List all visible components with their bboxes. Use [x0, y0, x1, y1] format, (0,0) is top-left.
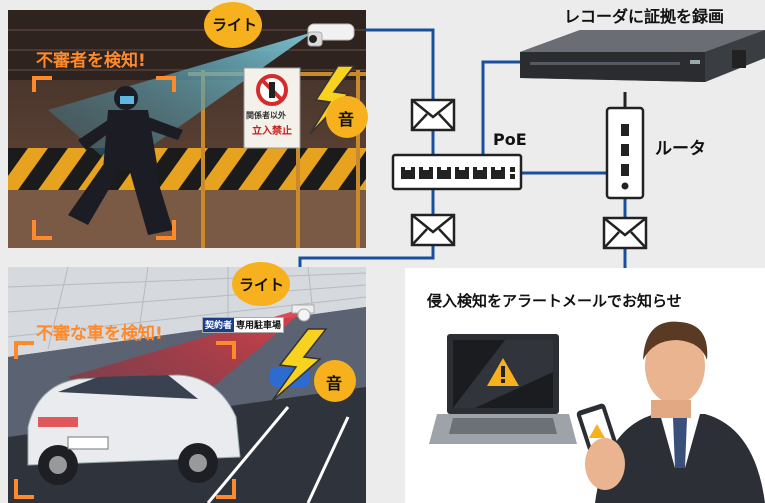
car-detect-text: 不審な車を検知! [36, 324, 163, 344]
intruder-detect-text: 不審者を検知! [36, 51, 146, 71]
notification-illustration [429, 321, 765, 503]
mail-icon [410, 213, 456, 247]
smartphone-alert-icon [576, 403, 625, 490]
sound-bubble-top-text: 音 [338, 110, 355, 129]
sound-bubble-bottom [314, 360, 356, 402]
parking-sign-text: 専用駐車場 [236, 321, 282, 331]
parking-sign: 契約者 専用駐車場 [202, 317, 285, 333]
sign-line1: 関係者以外 [246, 111, 286, 120]
security-camera-icon [291, 304, 315, 322]
sign-line2: 立入禁止 [252, 126, 292, 137]
poe-label: PoE [493, 130, 527, 149]
mail-icon [410, 98, 456, 132]
notification-panel: 侵入検知をアラートメールでお知らせ [405, 268, 765, 503]
light-bubble-top-text: ライト [212, 16, 258, 34]
line-recorder [481, 60, 528, 155]
light-bubble-bottom [232, 262, 290, 306]
sound-lightning-icon [271, 328, 328, 402]
line-camera-top [360, 28, 435, 155]
mail-icon [602, 216, 648, 250]
poe-switch-icon [391, 153, 523, 191]
businessman-figure [595, 321, 765, 503]
scene-parking: 契約者 専用駐車場 不審な車を検知! [8, 267, 366, 503]
recorder-icon [520, 30, 765, 82]
parking-sign-tag: 契約者 [203, 318, 235, 332]
light-bubble-top [204, 2, 262, 48]
warehouse-illustration [8, 10, 366, 248]
parking-illustration [8, 267, 366, 503]
laptop-alert-icon [429, 334, 577, 444]
sound-bubble-bottom-text: 音 [326, 374, 343, 393]
sound-bubble-top [326, 96, 368, 138]
light-bubble-bottom-text: ライト [239, 276, 285, 294]
suv-car [27, 374, 241, 485]
recorder-label: レコーダに証拠を録画 [564, 7, 725, 26]
router-icon [605, 92, 645, 200]
router-label: ルータ [655, 139, 706, 159]
security-camera-icon [307, 23, 355, 47]
notification-title: 侵入検知をアラートメールでお知らせ [427, 292, 682, 310]
scene-intruder: 不審者を検知! 関係者以外 立入禁止 [8, 10, 366, 248]
